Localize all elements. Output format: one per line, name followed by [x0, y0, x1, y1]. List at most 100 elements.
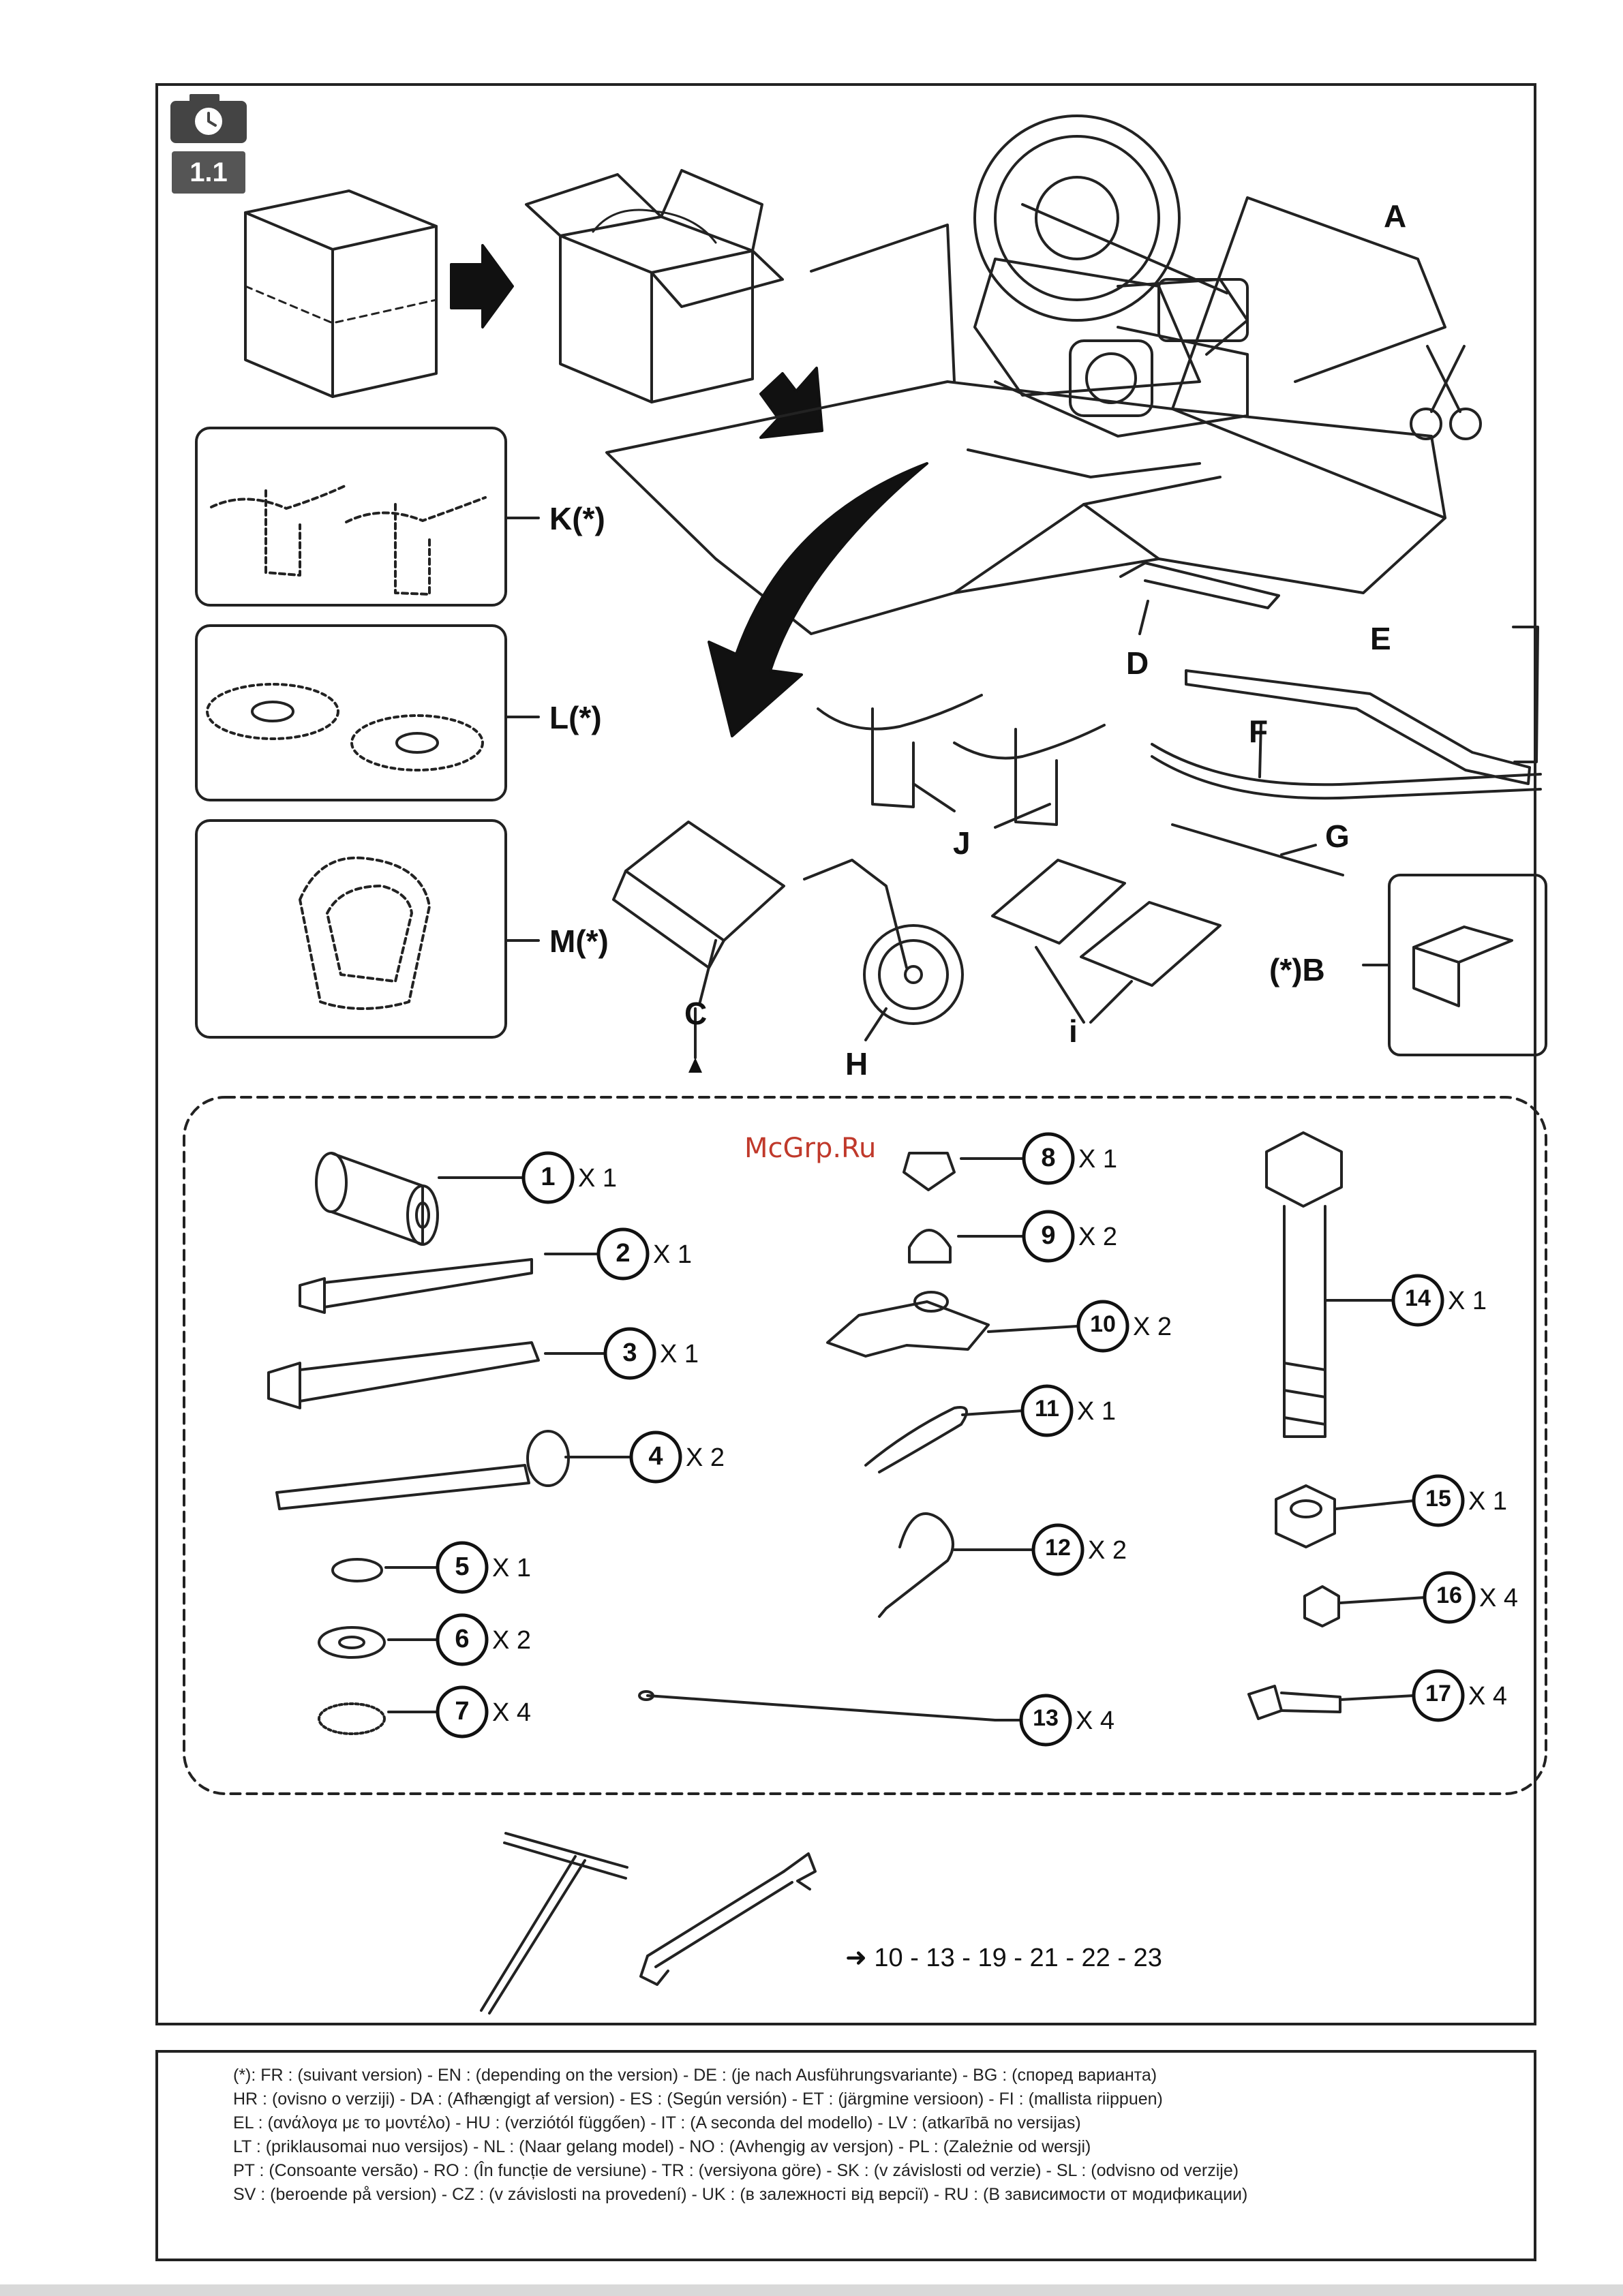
part-14-callout-circle: [1391, 1274, 1444, 1327]
part-5-callout-circle: [436, 1541, 489, 1594]
footnote-line: HR : (ovisno o verziji) - DA : (Afhængig…: [233, 2090, 1163, 2109]
part-15-qty: X 1: [1468, 1487, 1508, 1516]
part-1-qty: X 1: [578, 1164, 618, 1193]
part-13-qty: X 4: [1076, 1706, 1115, 1735]
label-H: H: [845, 1046, 868, 1082]
part-E-handle: [1185, 669, 1531, 785]
part-11-clip: [864, 1406, 968, 1473]
part-17-number: 17: [1425, 1681, 1451, 1706]
part-2-number: 2: [616, 1239, 631, 1268]
part-3-qty: X 1: [660, 1340, 699, 1368]
part-1-spacer: [315, 1152, 525, 1246]
unfolded-box-drawing: [605, 196, 1446, 635]
arrow-right-icon: [450, 244, 514, 328]
part-9-number: 9: [1041, 1221, 1056, 1250]
label-J: J: [953, 825, 971, 861]
part-12-pin: [885, 1512, 954, 1610]
hardware-parts-area: [183, 1096, 1547, 1795]
part-11-number: 11: [1035, 1396, 1059, 1422]
spanner-tool: [639, 1852, 817, 1986]
part-8-callout-circle: [1022, 1132, 1075, 1185]
part-7-number: 7: [455, 1697, 470, 1726]
part-5-number: 5: [455, 1552, 470, 1581]
part-3-bolt: [267, 1341, 607, 1409]
part-13-callout-circle: [1019, 1694, 1072, 1747]
label-i: i: [1069, 1013, 1078, 1049]
part-10-qty: X 2: [1133, 1313, 1172, 1341]
part-7-washer: [318, 1702, 386, 1735]
footnote-line: LT : (priklausomai nuo versijos) - NL : …: [233, 2137, 1091, 2156]
part-1-number: 1: [541, 1163, 556, 1191]
part-6-qty: X 2: [492, 1626, 532, 1655]
part-4-callout-circle: [629, 1430, 682, 1484]
arrow-down-right-icon: [759, 367, 823, 439]
part-9-cap-nut: [908, 1229, 952, 1264]
part-C-documents: [612, 821, 785, 1059]
part-6-callout-circle: [436, 1613, 489, 1666]
label-K: K(*): [549, 501, 605, 536]
scissors-icon: [1410, 345, 1482, 440]
part-6-washer: [318, 1626, 386, 1659]
part-3-callout-circle: [603, 1327, 656, 1380]
part-14-qty: X 1: [1448, 1287, 1487, 1315]
part-2-qty: X 1: [653, 1240, 693, 1269]
part-8-number: 8: [1041, 1144, 1056, 1172]
open-box-icon: [525, 169, 784, 403]
part-K-box: [195, 427, 540, 607]
part-2-bolt: [299, 1253, 600, 1314]
part-L-box: [195, 624, 540, 801]
part-4-qty: X 2: [686, 1443, 725, 1472]
part-10-number: 10: [1090, 1311, 1116, 1337]
part-11-callout-circle: [1020, 1384, 1074, 1437]
part-17-callout-circle: [1412, 1669, 1465, 1722]
part-14-number: 14: [1405, 1285, 1431, 1311]
part-1-callout-circle: [521, 1151, 575, 1204]
part-13-number: 13: [1033, 1705, 1059, 1731]
part-17-qty: X 4: [1468, 1682, 1508, 1711]
label-A: A: [1384, 198, 1407, 234]
page-bottom-rule: [0, 2284, 1623, 2296]
closed-box-icon: [244, 189, 438, 398]
label-M: M(*): [549, 923, 609, 959]
footnote-frame: (*): FR : (suivant version) - EN : (depe…: [155, 2050, 1536, 2261]
part-16-number: 16: [1436, 1582, 1462, 1608]
part-15-number: 15: [1425, 1486, 1451, 1512]
label-C: C: [684, 996, 708, 1031]
part-10-plate: [826, 1300, 990, 1358]
part-i-ramps: [991, 859, 1222, 1024]
part-8-qty: X 1: [1078, 1145, 1118, 1174]
part-10-callout-circle: [1076, 1300, 1129, 1353]
page-references: ➜ 10 - 13 - 19 - 21 - 22 - 23: [845, 1944, 1162, 1972]
part-G-rod: [1171, 823, 1344, 876]
part-12-callout-circle: [1031, 1523, 1084, 1576]
part-11-qty: X 1: [1077, 1397, 1117, 1426]
label-D: D: [1126, 645, 1149, 681]
label-F: F: [1249, 714, 1269, 749]
label-E: E: [1370, 621, 1391, 656]
part-16-qty: X 4: [1479, 1584, 1519, 1612]
part-2-callout-circle: [596, 1227, 650, 1281]
part-12-number: 12: [1045, 1535, 1071, 1561]
part-12-qty: X 2: [1088, 1536, 1127, 1565]
footnote-line: SV : (beroende på version) - CZ : (v záv…: [233, 2185, 1248, 2204]
step-number-badge: 1.1: [172, 151, 245, 194]
part-5-washer: [331, 1558, 383, 1582]
footnote-line: EL : (ανάλογα με το μοντέλο) - HU : (ver…: [233, 2113, 1081, 2132]
arrow-curved-down-icon: [708, 462, 928, 737]
camera-clock-icon: [170, 94, 247, 143]
label-L: L(*): [549, 700, 602, 735]
part-13-cable-tie: [646, 1694, 997, 1721]
part-17-screw: [1247, 1685, 1283, 1720]
part-5-qty: X 1: [492, 1554, 532, 1582]
part-7-callout-circle: [436, 1685, 489, 1739]
socket-wrench-tool: [480, 1832, 628, 2015]
part-6-number: 6: [455, 1625, 470, 1653]
part-14-bolt: [1265, 1131, 1395, 1438]
part-8-nut: [902, 1152, 956, 1191]
watermark-text: McGrp.Ru: [744, 1133, 877, 1164]
part-9-callout-circle: [1022, 1210, 1075, 1263]
part-3-number: 3: [622, 1338, 637, 1367]
footnote-text: (*): FR : (suivant version) - EN : (depe…: [233, 2064, 1515, 2207]
part-J-tines: [817, 694, 1106, 829]
